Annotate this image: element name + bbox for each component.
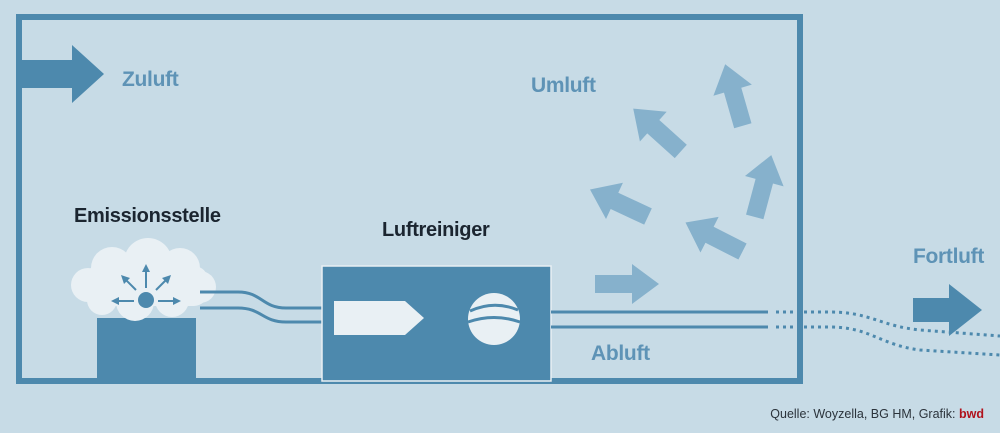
label-exhaust-air: Fortluft xyxy=(913,245,985,268)
label-air-purifier: Luftreiniger xyxy=(382,219,490,241)
label-supply-air: Zuluft xyxy=(122,68,179,91)
emission-source-block xyxy=(97,318,196,381)
exhaust-air-arrow xyxy=(913,284,982,336)
brand-logo-text: bwd xyxy=(959,407,984,421)
emission-cloud xyxy=(71,238,216,321)
recirculation-arrows xyxy=(581,58,791,304)
air-purifier xyxy=(321,265,552,382)
label-emission-source: Emissionsstelle xyxy=(74,205,221,227)
emission-source xyxy=(71,238,216,381)
exhaust-duct xyxy=(551,310,768,329)
label-recirculated-air: Umluft xyxy=(531,74,596,97)
emission-rays xyxy=(111,264,181,305)
label-extract-air: Abluft xyxy=(591,342,650,365)
supply-air-arrow xyxy=(17,45,104,103)
emission-point xyxy=(138,292,154,308)
fan-icon xyxy=(467,293,521,345)
exhaust-duct-outside xyxy=(776,310,1000,357)
source-credit: Quelle: Woyzella, BG HM, Grafik: bwd xyxy=(770,407,984,421)
source-text: Quelle: Woyzella, BG HM, Grafik: xyxy=(770,407,959,421)
filter-icon xyxy=(334,301,424,335)
intake-duct xyxy=(200,290,322,324)
